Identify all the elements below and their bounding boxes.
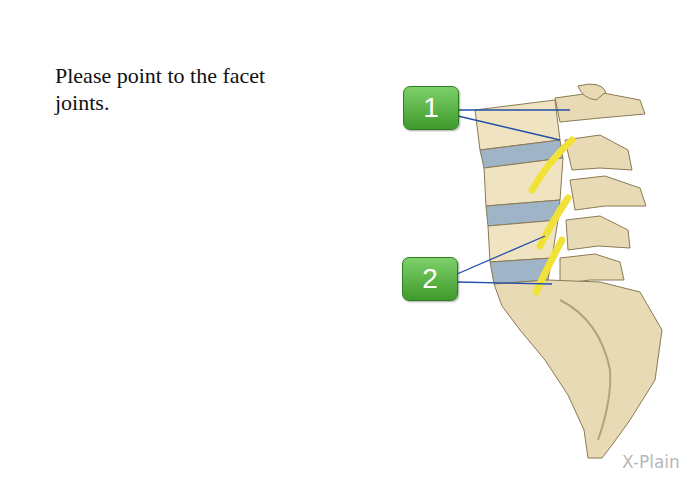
watermark: X-Plain [622,452,680,472]
leader-lines [457,110,570,284]
bone-part [560,254,624,284]
callout-number: 2 [402,257,458,301]
bone-part [457,236,545,274]
bone-part [570,176,646,210]
bone-part [458,109,570,110]
bone-part [457,282,552,284]
bone-part [458,116,560,140]
bone-part [532,140,572,190]
facet-joints [532,140,572,292]
sacrum-ridge [560,300,610,440]
bone-part [578,84,606,100]
posterior-elements [555,84,646,284]
callout-number: 1 [403,86,459,130]
prompt-title: Please point to the facet joints. [55,62,270,116]
sacrum [494,280,662,458]
bone-part [566,216,630,250]
